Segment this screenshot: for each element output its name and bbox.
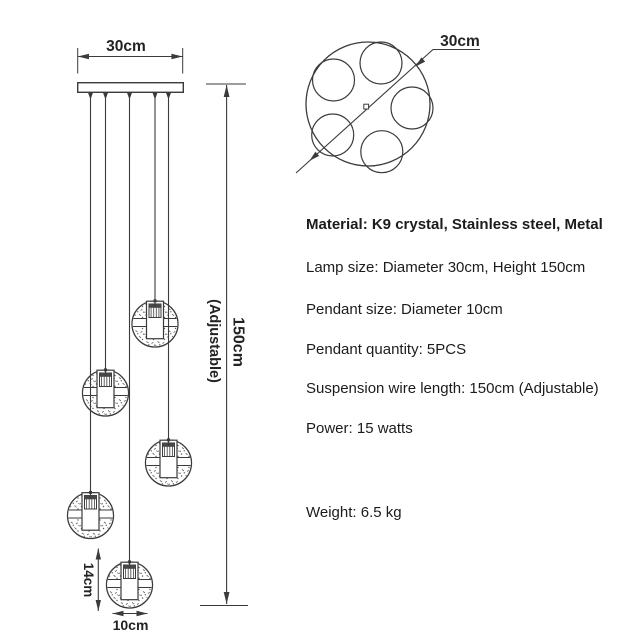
spec-line-pendant-quantity: Pendant quantity: 5PCS [306,341,467,358]
arrowhead-right-icon [136,610,148,617]
spec-line-pendant-size: Pendant size: Diameter 10cm [306,301,503,318]
suspension-wires [89,92,170,568]
arrowhead-left-icon [77,53,89,60]
arrowhead-lower-icon [309,151,320,161]
diameter-dimension: 30cm [295,33,480,174]
arrowhead-right-icon [171,53,183,60]
wire-grips [87,92,172,100]
arrowhead-left-icon [112,610,124,617]
arrowhead-upper-icon [415,57,426,67]
top-view-diameter-label: 30cm [440,33,480,50]
pendant-position-4 [311,113,355,157]
spec-line-wire-length: Suspension wire length: 150cm (Adjustabl… [306,380,599,397]
pendant-positions [311,41,434,174]
spec-line-material: Material: K9 crystal, Stainless steel, M… [306,216,603,233]
front-view-diagram: 30cm [68,38,248,633]
height-note-label: (Adjustable) [206,299,222,383]
spec-line-lamp-size: Lamp size: Diameter 30cm, Height 150cm [306,259,586,276]
top-view-diagram: 30cm [295,33,480,174]
leader-line [295,48,480,174]
arrowhead-down-icon [95,600,101,611]
spec-line-power: Power: 15 watts [306,420,413,437]
center-marker [363,103,370,110]
bottom-gap-dimension: 14cm [81,548,101,611]
spec-line-weight: Weight: 6.5 kg [306,504,402,521]
pendant-position-5 [360,130,404,174]
arrowhead-up-icon [95,548,101,560]
pendant-position-2 [311,58,356,102]
plate-width-label: 30cm [106,38,146,55]
bottom-gap-label: 14cm [81,563,96,598]
pendant-diameter-dimension: 10cm [112,610,149,633]
height-dimension: 150cm (Adjustable) [200,83,248,607]
pendant-diameter-label: 10cm [113,617,149,633]
ceiling-plate [76,81,184,93]
arrowhead-down-icon [223,592,230,604]
pendant-position-3 [390,86,434,130]
pendant-position-1 [359,41,403,85]
extension-lines [77,48,184,74]
arrowhead-up-icon [223,85,230,97]
plate-width-dimension: 30cm [77,38,184,74]
height-label: 150cm [230,317,247,367]
